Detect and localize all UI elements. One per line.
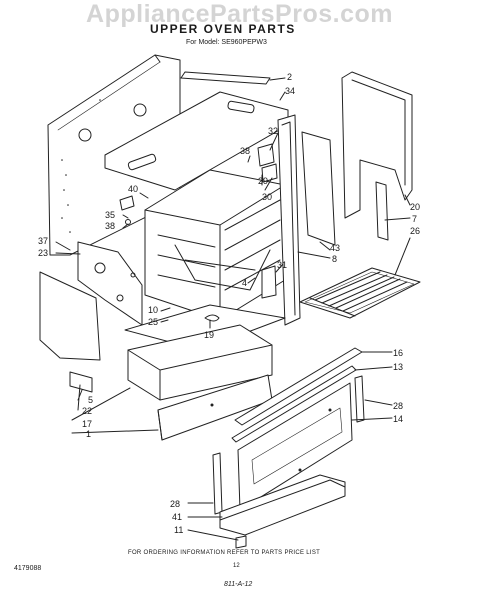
callout-numbers: 2 34 32 38 29 40 30 35 38 37 23 43 8 31 …	[38, 72, 420, 535]
callout-30: 30	[262, 192, 272, 202]
page-number: 12	[233, 563, 240, 569]
callout-2: 2	[287, 72, 292, 82]
callout-1: 1	[86, 429, 91, 439]
callout-29: 29	[258, 176, 268, 186]
callout-23: 23	[38, 248, 48, 258]
callout-35: 35	[105, 210, 115, 220]
callout-28-left: 28	[170, 499, 180, 509]
callout-16: 16	[393, 348, 403, 358]
model-line: For Model: SE960PEPW3	[186, 39, 267, 46]
callout-19: 19	[204, 330, 214, 340]
document-number: 4179088	[14, 565, 42, 572]
callout-10: 10	[148, 305, 158, 315]
callout-8: 8	[332, 254, 337, 264]
callout-32: 32	[268, 126, 278, 136]
vent-strip	[375, 181, 389, 241]
callout-5: 5	[88, 395, 93, 405]
callout-34: 34	[285, 86, 295, 96]
leader-lines	[55, 77, 411, 541]
callout-4: 4	[242, 278, 247, 288]
callout-38-top: 38	[240, 146, 250, 156]
oven-door	[237, 382, 353, 511]
callout-28-right: 28	[393, 401, 403, 411]
callout-38-left: 38	[105, 221, 115, 231]
callout-31: 31	[277, 260, 287, 270]
callout-20: 20	[410, 202, 420, 212]
date-code: 811-A-12	[224, 581, 253, 588]
front-frame	[277, 114, 301, 326]
door-handle	[219, 474, 346, 549]
callout-13: 13	[393, 362, 403, 372]
ordering-note: FOR ORDERING INFORMATION REFER TO PARTS …	[128, 550, 321, 556]
callout-41: 41	[172, 512, 182, 522]
watermark: AppliancePartsPros.com	[86, 0, 393, 28]
callout-14: 14	[393, 414, 403, 424]
callout-26: 26	[410, 226, 420, 236]
callout-11: 11	[174, 525, 183, 535]
callout-25: 25	[148, 317, 158, 327]
callout-40: 40	[128, 184, 138, 194]
right-side-panel	[341, 71, 413, 219]
side-insulation	[301, 131, 336, 246]
callout-37: 37	[38, 236, 48, 246]
oven-rack	[299, 267, 421, 319]
callout-43: 43	[330, 243, 340, 253]
callout-17: 17	[82, 419, 92, 429]
callout-7: 7	[412, 214, 417, 224]
oven-liner	[144, 169, 286, 321]
page-title: UPPER OVEN PARTS	[150, 22, 296, 36]
callout-22: 22	[82, 406, 92, 416]
lower-support-pan	[127, 324, 273, 401]
top-trim-strip	[180, 71, 271, 85]
lower-side-trim	[39, 271, 101, 393]
